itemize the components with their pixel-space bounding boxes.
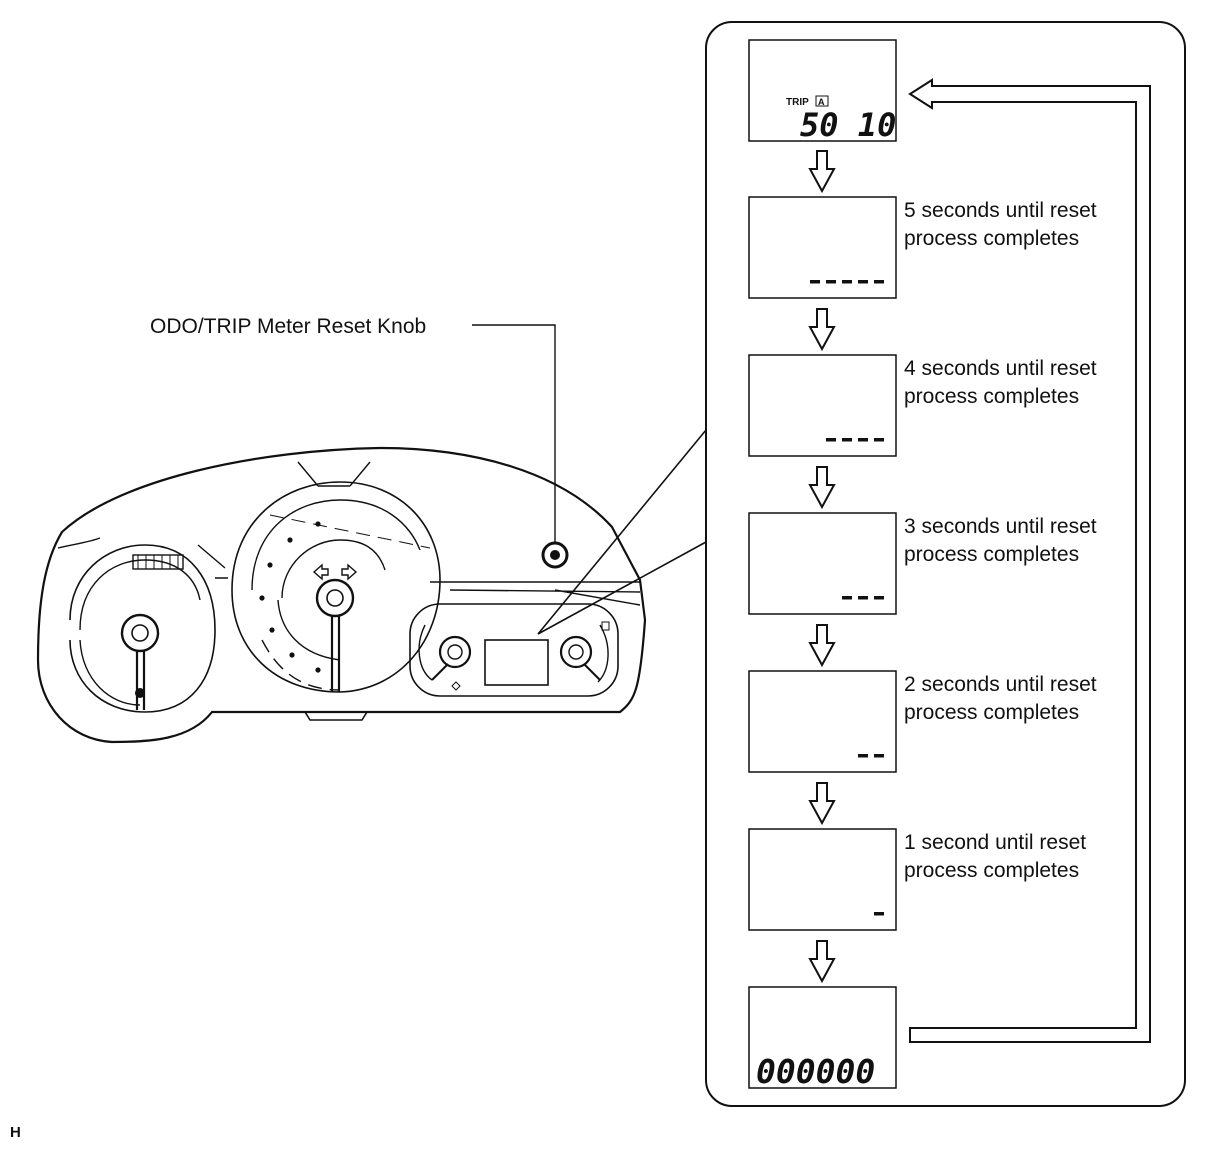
trip-value: 50 10 xyxy=(800,106,896,144)
step-text-line2: process completes xyxy=(904,859,1079,882)
countdown-step: 5 seconds until reset process completes xyxy=(748,196,1097,299)
step-text-line1: 4 seconds until reset xyxy=(904,357,1097,380)
reset-knob xyxy=(541,541,569,569)
step-text-line2: process completes xyxy=(904,227,1079,250)
zoom-wedge xyxy=(537,429,707,635)
lcd-dash xyxy=(826,438,836,442)
countdown-step: 3 seconds until reset process completes xyxy=(748,512,1097,615)
speedometer xyxy=(231,481,441,721)
lcd-dash xyxy=(810,280,820,284)
reset-knob-callout: ODO/TRIP Meter Reset Knob xyxy=(150,315,556,543)
countdown-step: 2 seconds until reset process completes xyxy=(748,670,1097,773)
final-value: 000000 xyxy=(756,1052,875,1091)
lcd-dash xyxy=(858,438,868,442)
down-arrow xyxy=(808,466,836,510)
left-gauge xyxy=(69,544,216,713)
lcd-dash xyxy=(874,912,884,916)
lcd-dash xyxy=(874,596,884,600)
lcd-dash xyxy=(858,280,868,284)
lcd-dash xyxy=(874,754,884,758)
reset-knob-label: ODO/TRIP Meter Reset Knob xyxy=(150,315,426,338)
down-arrow xyxy=(808,940,836,984)
display-trip: TRIP A 50 10 xyxy=(748,39,897,144)
trip-sub-label: A xyxy=(818,97,825,107)
step-text-line1: 3 seconds until reset xyxy=(904,515,1097,538)
lcd-dash xyxy=(874,280,884,284)
step-text-line2: process completes xyxy=(904,701,1079,724)
lcd-dash xyxy=(826,280,836,284)
lcd-dash xyxy=(874,438,884,442)
cluster-housing xyxy=(36,446,647,744)
down-arrow xyxy=(808,308,836,352)
lcd-dash xyxy=(858,754,868,758)
countdown-step: 4 seconds until reset process completes xyxy=(748,354,1097,457)
lcd-dash xyxy=(858,596,868,600)
lcd-dash xyxy=(842,280,852,284)
countdown-steps: 5 seconds until reset process completes … xyxy=(748,196,1097,931)
step-text-line1: 5 seconds until reset xyxy=(904,199,1097,222)
countdown-step: 1 second until reset process completes xyxy=(748,828,1086,931)
down-arrow xyxy=(808,624,836,668)
return-loop-arrow xyxy=(908,78,1151,1043)
lcd-dash xyxy=(842,438,852,442)
down-arrow xyxy=(808,782,836,826)
step-text-line1: 1 second until reset xyxy=(904,831,1086,854)
trip-label: TRIP xyxy=(786,97,809,108)
lcd-dash xyxy=(842,596,852,600)
flow-arrows xyxy=(808,150,836,984)
info-panel xyxy=(409,603,619,697)
figure-code: H xyxy=(10,1124,21,1141)
step-text-line2: process completes xyxy=(904,385,1079,408)
odometer-lcd xyxy=(484,639,549,686)
instrument-cluster xyxy=(36,446,647,744)
step-text-line1: 2 seconds until reset xyxy=(904,673,1097,696)
step-text-line2: process completes xyxy=(904,543,1079,566)
down-arrow xyxy=(808,150,836,194)
display-reset-complete: 000000 xyxy=(748,986,897,1091)
